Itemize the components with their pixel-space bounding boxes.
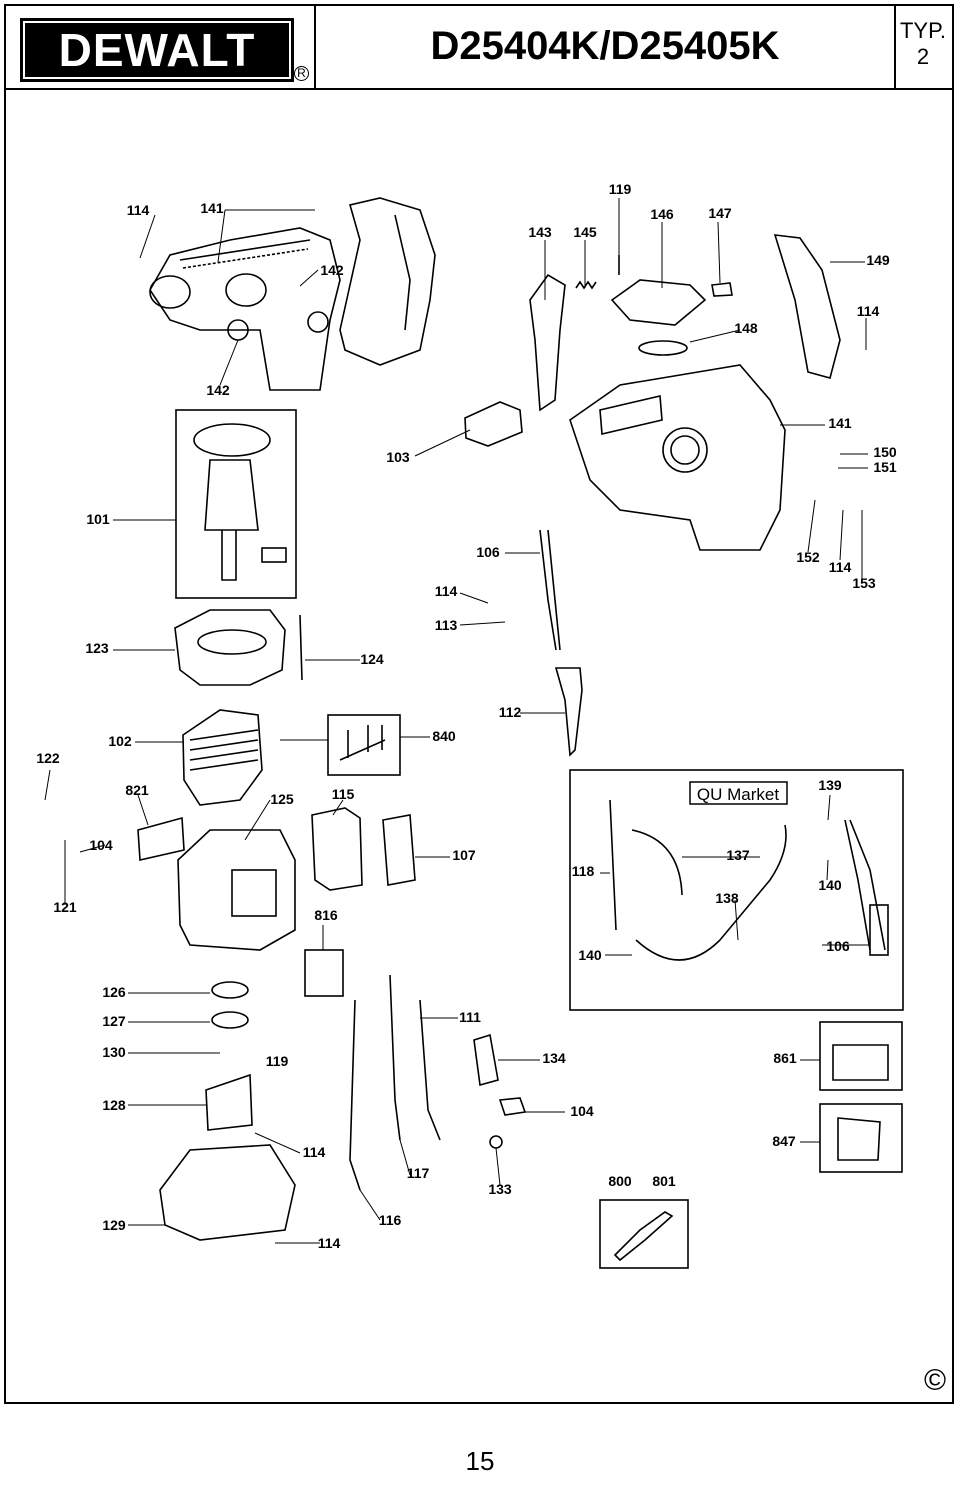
part-label-115: 115 [332,786,355,802]
part-label-104: 104 [89,837,113,853]
switch-drawing [529,273,566,412]
part-label-114: 114 [435,583,458,599]
part-label-150: 150 [873,444,897,460]
part-label-123: 123 [85,640,109,656]
part-labels: 114 141 142 142 143 145 119 146 147 149 148 114 141 1… [36,181,897,1251]
part-label-130: 130 [102,1044,126,1060]
part-label-134: 134 [542,1050,566,1066]
part-label-122: 122 [36,750,60,766]
brand-logo: DEWALT R [20,18,309,82]
part-label-103: 103 [386,449,410,465]
page-frame [4,4,954,1404]
part-label-102: 102 [108,733,132,749]
part-label-141: 141 [828,415,852,431]
part-label-840: 840 [432,728,456,744]
part-label-121: 121 [53,899,77,915]
part-label-129: 129 [102,1217,126,1233]
part-label-114: 114 [857,303,880,319]
part-label-140: 140 [578,947,602,963]
part-label-141: 141 [200,200,224,216]
part-label-124: 124 [360,651,384,667]
part-label-816: 816 [314,907,338,923]
part-label-104: 104 [570,1103,594,1119]
part-label-140: 140 [818,877,842,893]
cap-drawing [610,279,707,326]
part-label-143: 143 [528,224,552,240]
model-title: D25404K/D25405K [430,23,780,68]
part-label-114: 114 [127,202,150,218]
part-label-800: 800 [608,1173,632,1189]
part-label-148: 148 [734,320,758,336]
part-label-151: 151 [873,459,897,475]
part-label-116: 116 [379,1212,402,1228]
part-label-146: 146 [650,206,674,222]
part-label-112: 112 [499,704,522,720]
base-cover-drawing [159,1144,296,1241]
part-label-101: 101 [86,511,110,527]
part-label-153: 153 [852,575,876,591]
part-label-125: 125 [270,791,294,807]
part-label-114: 114 [318,1235,341,1251]
part-label-139: 139 [818,777,842,793]
part-label-137: 137 [726,847,750,863]
part-label-149: 149 [866,252,890,268]
stator-drawing [182,709,263,806]
type-number: 2 [916,44,930,69]
part-label-847: 847 [772,1133,796,1149]
part-label-113: 113 [435,617,458,633]
part-label-801: 801 [652,1173,676,1189]
part-label-114: 114 [829,559,852,575]
side-handle-drawing [773,234,841,379]
part-label-133: 133 [488,1181,512,1197]
part-label-107: 107 [452,847,476,863]
part-label-106: 106 [476,544,500,560]
part-label-126: 126 [102,984,126,1000]
copyright-mark: © [924,1364,947,1397]
part-label-861: 861 [773,1050,797,1066]
part-label-119: 119 [609,181,632,197]
handle-drawing [339,197,436,366]
part-label-138: 138 [715,890,739,906]
part-label-142: 142 [206,382,230,398]
part-label-147: 147 [708,205,732,221]
brand-name: DEWALT [58,24,256,76]
registered-mark: R [294,66,309,81]
field-drawing [174,609,286,686]
cable-kit-panel [569,769,904,1011]
gear-housing-drawing [149,227,341,391]
housing-lower-drawing [177,829,296,951]
armature-frame [175,409,297,599]
part-label-117: 117 [407,1165,430,1181]
part-label-128: 128 [102,1097,126,1113]
motor-housing-drawing [569,364,786,551]
part-label-152: 152 [796,549,820,565]
part-label-127: 127 [102,1013,126,1029]
part-label-119: 119 [266,1053,289,1069]
page-number: 15 [465,1446,495,1476]
type-label: TYP. [899,18,947,43]
part-label-118: 118 [572,863,595,879]
part-label-142: 142 [320,262,344,278]
part-label-821: 821 [125,782,149,798]
watermark-text: QU Market [697,785,779,804]
part-label-111: 111 [459,1009,481,1025]
type-cell: TYP. 2 [894,4,950,88]
part-label-114: 114 [303,1144,326,1160]
watermark-box [689,781,788,805]
part-label-145: 145 [573,224,597,240]
part-label-106: 106 [826,938,850,954]
header: DEWALT R D25404K/D25405K TYP. 2 [4,4,954,90]
logo-cell: DEWALT R [4,4,316,88]
